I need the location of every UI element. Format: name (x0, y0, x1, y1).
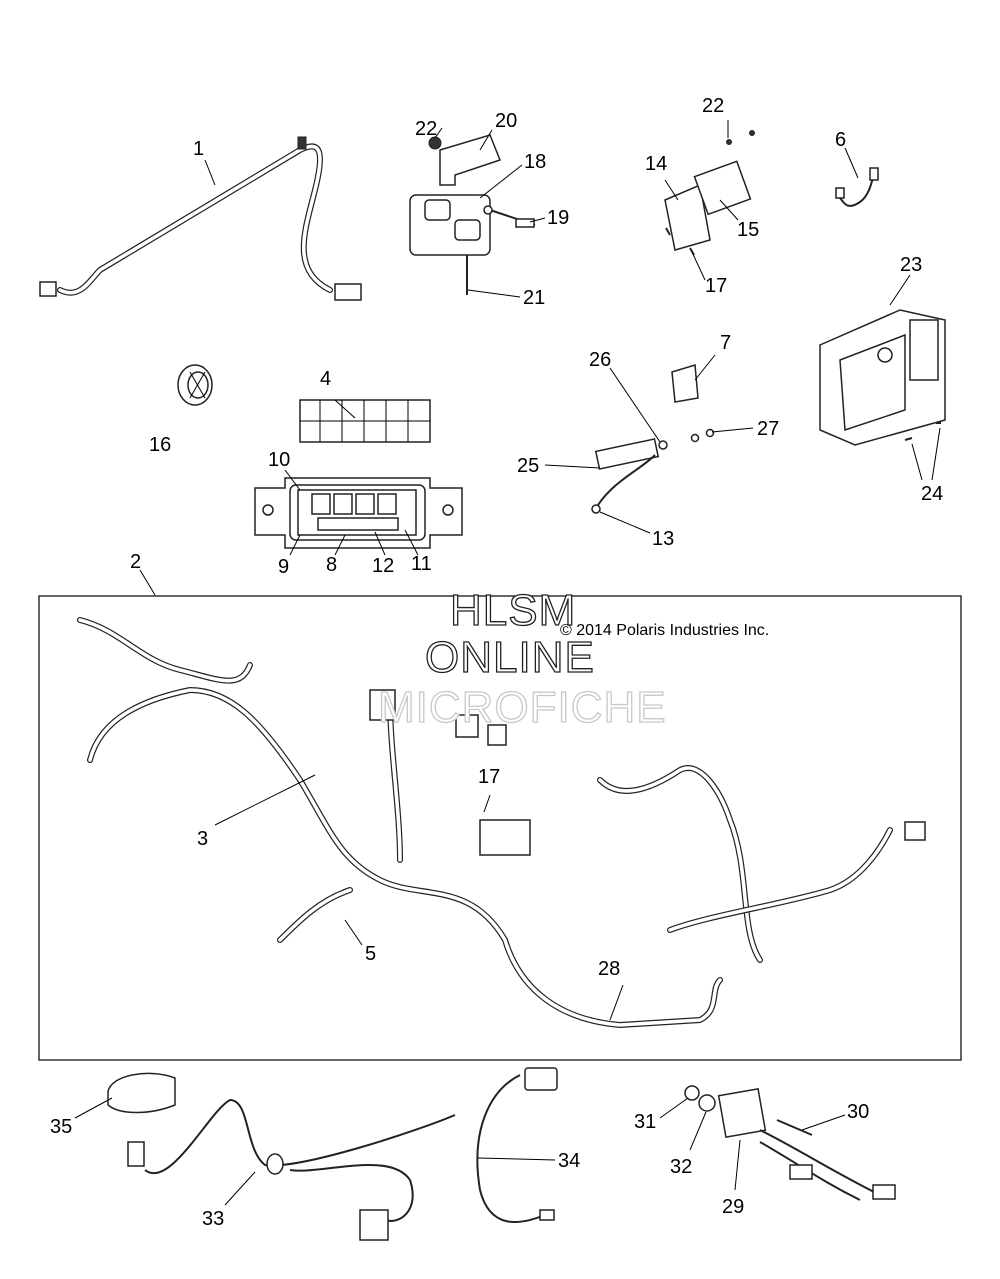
callout-17a: 17 (705, 275, 727, 297)
part-4-label (299, 399, 431, 443)
part-29-relay (684, 1085, 896, 1201)
callout-30: 30 (847, 1101, 869, 1123)
callout-35: 35 (50, 1116, 72, 1138)
callout-6: 6 (835, 129, 846, 151)
harness-frame (38, 595, 962, 1061)
callout-2: 2 (130, 551, 141, 573)
callout-17b: 17 (478, 766, 500, 788)
callout-23: 23 (900, 254, 922, 276)
part-7-relay (671, 364, 699, 403)
leader-lines (74, 120, 941, 1206)
callout-29: 29 (722, 1196, 744, 1218)
callout-25: 25 (517, 455, 539, 477)
callout-10: 10 (268, 449, 290, 471)
callout-9: 9 (278, 556, 289, 578)
callout-32: 32 (670, 1156, 692, 1178)
callout-11: 11 (411, 553, 432, 575)
callout-15: 15 (737, 219, 759, 241)
callouts: 1 2 3 4 5 6 7 8 9 10 11 12 13 14 15 16 1… (50, 95, 943, 1230)
callout-28: 28 (598, 958, 620, 980)
callout-8: 8 (326, 554, 337, 576)
copyright-notice: © 2014 Polaris Industries Inc. (560, 622, 769, 639)
callout-19: 19 (547, 207, 569, 229)
callout-34: 34 (558, 1150, 580, 1172)
callout-3: 3 (197, 828, 208, 850)
callout-13: 13 (652, 528, 674, 550)
callout-21: 21 (523, 287, 545, 309)
part-14-module (664, 130, 755, 256)
main-harness (77, 617, 926, 1029)
part-33-harness (127, 1098, 456, 1241)
watermark-line2: ONLINE (425, 633, 595, 682)
fuse-box (254, 477, 463, 549)
callout-14: 14 (645, 153, 667, 175)
part-35-cover (107, 1072, 176, 1114)
part-6-connector (835, 167, 879, 207)
callout-18: 18 (524, 151, 546, 173)
callout-16: 16 (149, 434, 171, 456)
watermark-line1: HLSM (450, 586, 576, 635)
part-23-ecu (819, 309, 946, 446)
callout-20: 20 (495, 110, 517, 132)
callout-5: 5 (365, 943, 376, 965)
part-1-harness (39, 136, 362, 301)
callout-4: 4 (320, 368, 331, 390)
callout-24: 24 (921, 483, 943, 505)
watermark-line3: MICROFICHE (378, 683, 667, 732)
part-18-relay (409, 134, 536, 295)
callout-7: 7 (720, 332, 731, 354)
part-16-grommet (177, 364, 213, 406)
part-34-sensor (476, 1067, 558, 1224)
callout-1: 1 (193, 138, 204, 160)
callout-26: 26 (589, 349, 611, 371)
callout-12: 12 (372, 555, 394, 577)
part-25-ground-bar (591, 428, 715, 514)
callout-31: 31 (634, 1111, 656, 1133)
callout-22a: 22 (415, 118, 437, 140)
callout-27: 27 (757, 418, 779, 440)
callout-22b: 22 (702, 95, 724, 117)
callout-33: 33 (202, 1208, 224, 1230)
